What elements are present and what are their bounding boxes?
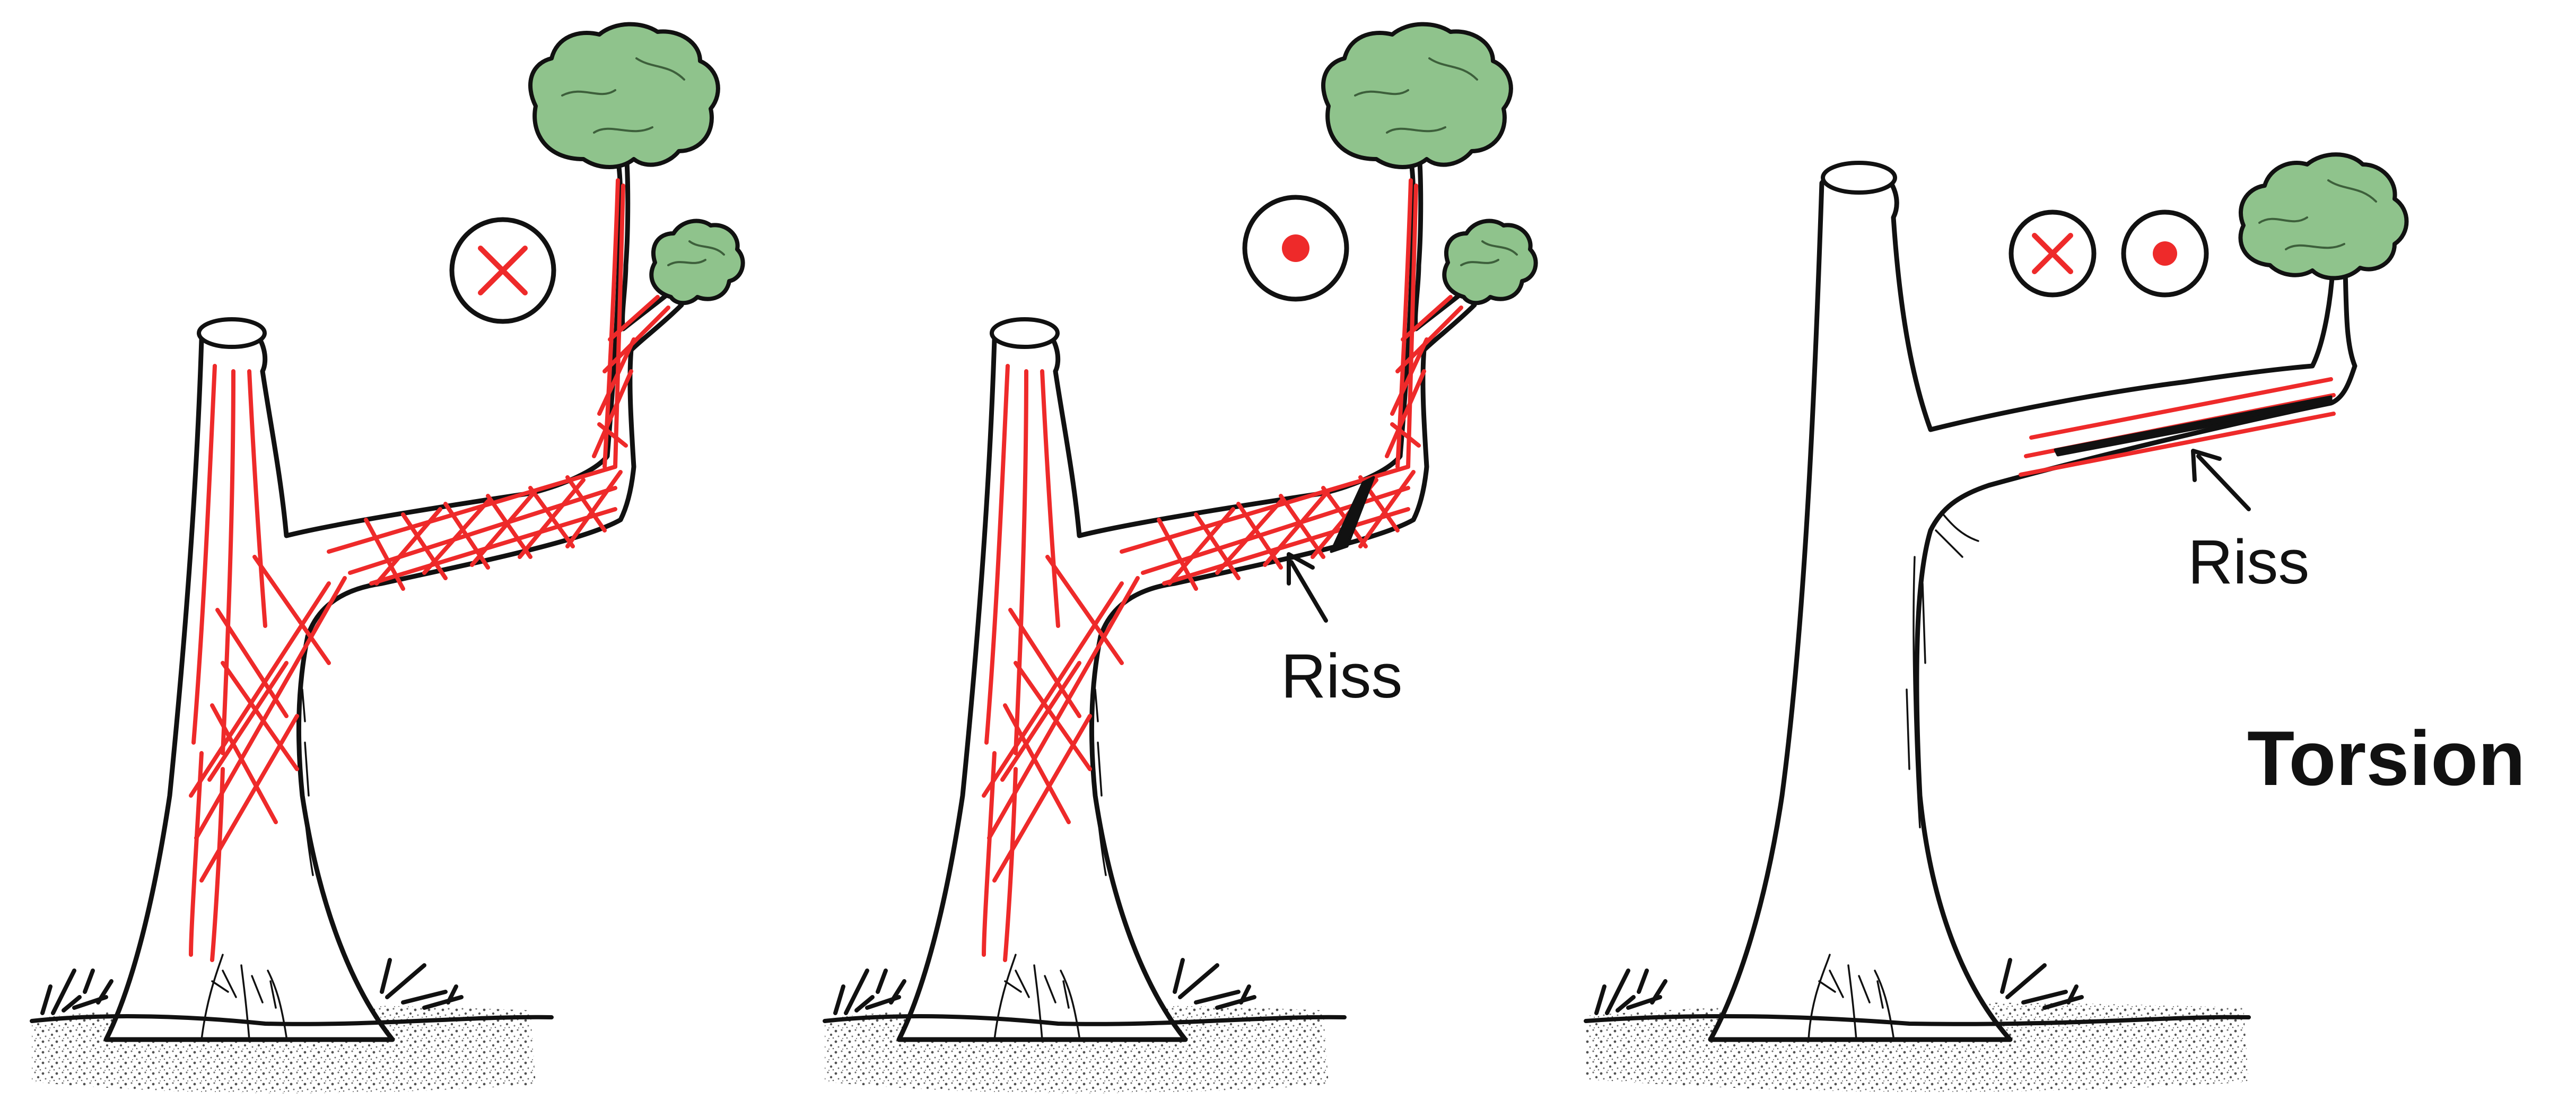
panel-1 xyxy=(32,24,743,1094)
crack-arrow xyxy=(1289,554,1326,621)
crack-arrow xyxy=(2193,451,2249,509)
panel-2 xyxy=(825,24,1536,1094)
cross-symbol-icon xyxy=(452,220,554,321)
crack-label-panel-3: Riss xyxy=(2188,527,2309,597)
crack-label-panel-2: Riss xyxy=(1281,641,1402,711)
dot-symbol-icon xyxy=(1245,197,1347,299)
dot-symbol-icon xyxy=(2124,212,2206,295)
cross-symbol-icon xyxy=(2011,212,2094,295)
diagram-title: Torsion xyxy=(2247,715,2525,801)
panel-3 xyxy=(1586,154,2407,1092)
